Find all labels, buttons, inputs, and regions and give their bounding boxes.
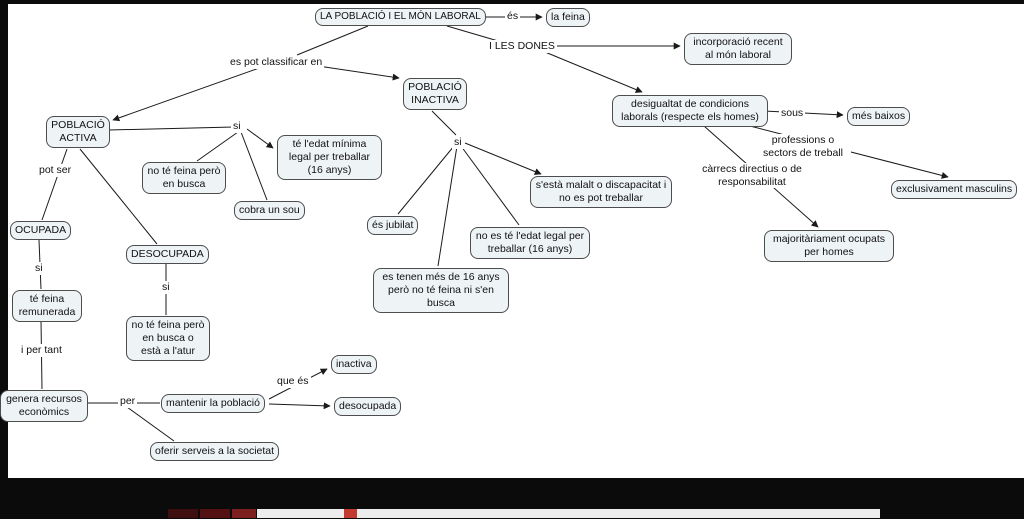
taskbar-fragment <box>257 509 880 518</box>
concept-node-te-feina-remunerada[interactable]: té feina remunerada <box>12 290 82 323</box>
concept-node-ocupada[interactable]: OCUPADA <box>10 221 72 241</box>
edge-si-no-te-feina <box>196 131 239 162</box>
link-label-es: és <box>505 10 521 23</box>
edge-si-jubilat <box>397 145 455 215</box>
concept-node-title[interactable]: LA POBLACIÓ I EL MÓN LABORAL <box>315 8 486 27</box>
edge-si-cobra-sou <box>240 131 268 201</box>
link-label-sous: sous <box>779 107 806 120</box>
taskbar-fragment <box>232 509 256 518</box>
link-label-si-desocupada: si <box>160 281 172 294</box>
link-label-classificar: es pot classificar en <box>228 56 325 69</box>
concept-node-incorporacio[interactable]: incorporació recent al món laboral <box>684 33 792 66</box>
concept-node-la-feina[interactable]: la feina <box>546 8 590 28</box>
edge-activa-desocupada <box>79 148 158 245</box>
edge-activa-ocupada <box>41 148 68 221</box>
link-label-i-les-dones: I LES DONES <box>487 40 557 53</box>
concept-node-no-te-feina-atur[interactable]: no té feina però en busca o està a l'atu… <box>126 316 210 362</box>
edge-mantenir-desocupada <box>268 402 331 410</box>
concept-node-mes-baixos[interactable]: més baixos <box>847 107 911 127</box>
edge-classificar-activa <box>112 66 263 122</box>
edge-si-mes-16 <box>437 145 458 267</box>
concept-node-desigualtat[interactable]: desigualtat de condicions laborals (resp… <box>612 95 768 128</box>
concept-node-oferir-serveis[interactable]: oferir serveis a la societat <box>150 442 280 462</box>
edge-classificar-inactiva <box>317 65 400 81</box>
concept-node-no-edat-legal[interactable]: no es té l'edat legal per treballar (16 … <box>470 227 590 260</box>
link-label-que-es: que és <box>275 375 311 388</box>
taskbar-fragment <box>344 509 357 518</box>
link-label-i-per-tant: i per tant <box>19 344 64 357</box>
concept-node-no-te-feina-busca[interactable]: no té feina però en busca <box>142 162 226 195</box>
concept-node-poblacio-activa[interactable]: POBLACIÓ ACTIVA <box>46 116 110 149</box>
concept-node-mes-de-16[interactable]: es tenen més de 16 anys però no té feina… <box>373 268 509 314</box>
taskbar-fragment <box>200 509 230 518</box>
edge-title-classificar <box>296 25 369 56</box>
concept-node-mantenir[interactable]: mantenir la població <box>161 394 265 414</box>
concept-node-poblacio-inactiva[interactable]: POBLACIÓ INACTIVA <box>403 78 467 111</box>
concept-node-genera-recursos[interactable]: genera recursos econòmics <box>0 390 88 423</box>
link-label-professions: professions o sectors de treball <box>755 134 851 160</box>
concept-node-majoritariament[interactable]: majoritàriament ocupats per homes <box>764 230 894 263</box>
concept-node-jubilat[interactable]: és jubilat <box>367 216 419 236</box>
link-label-si-ocupada: si <box>33 262 45 275</box>
concept-node-cobra-sou[interactable]: cobra un sou <box>234 201 305 221</box>
link-label-si-activa: si <box>231 120 243 133</box>
taskbar-fragment <box>168 509 198 518</box>
edge-si-edat-minima <box>246 128 274 149</box>
edge-per-oferir <box>126 406 175 442</box>
edge-si-no-edat <box>460 145 520 226</box>
link-label-per: per <box>118 395 138 408</box>
concept-node-malalt[interactable]: s'està malalt o discapacitat i no es pot… <box>530 176 672 209</box>
link-label-pot-ser: pot ser <box>37 164 74 177</box>
concept-node-desocupada-min[interactable]: desocupada <box>334 397 402 417</box>
edge-inactiva-si <box>431 110 457 136</box>
concept-node-edat-minima[interactable]: té l'edat mínima legal per treballar (16… <box>277 135 382 181</box>
concept-node-inactiva[interactable]: inactiva <box>331 355 377 375</box>
edge-si-malalt <box>464 142 542 175</box>
edge-activa-si <box>108 126 235 131</box>
concept-node-desocupada[interactable]: DESOCUPADA <box>126 245 209 265</box>
link-label-si-inactiva: si <box>452 136 464 149</box>
edge-dones-desigualtat <box>544 51 643 93</box>
link-label-carrecs: càrrecs directius o de responsabilitat <box>697 163 807 189</box>
concept-node-exclusivament[interactable]: exclusivament masculins <box>891 180 1018 200</box>
